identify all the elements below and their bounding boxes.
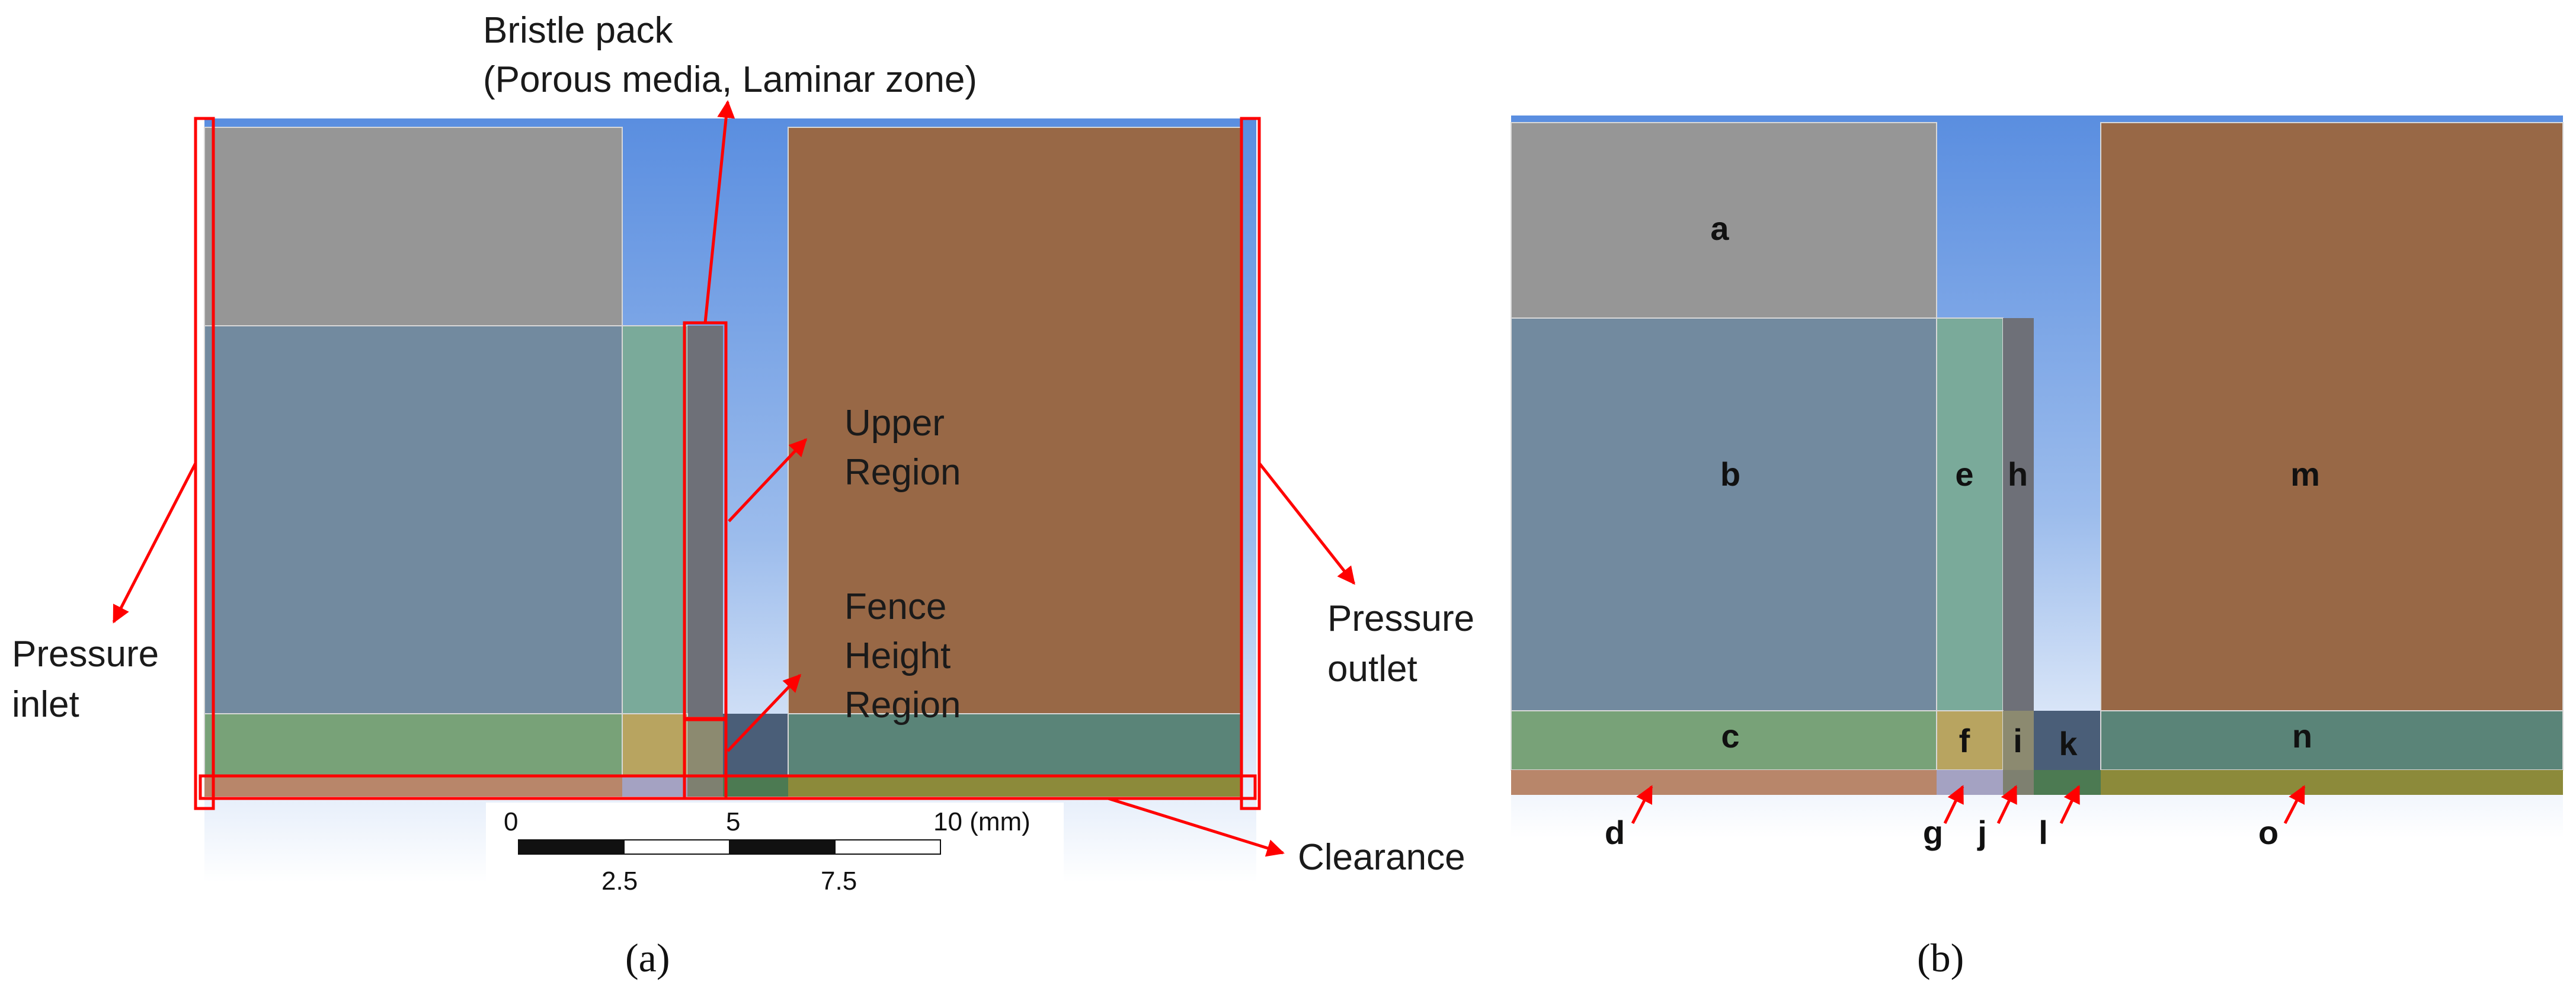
letter-n: n xyxy=(2292,717,2312,755)
upper-label-line2: Region xyxy=(844,452,961,493)
region-b-n xyxy=(2100,710,2564,771)
region-a-clearance-bristle xyxy=(687,776,723,797)
arrow-g xyxy=(1943,785,1964,824)
region-a-upstream-cavity xyxy=(204,325,623,714)
panel-b: a b e h m c f i k n d g j l o (b) xyxy=(1511,116,2564,980)
region-a-clearance-plate xyxy=(622,776,687,797)
letter-b: b xyxy=(1720,455,1740,493)
scale-bar: 0 5 10 (mm) 2.5 7.5 xyxy=(486,803,1064,903)
region-b-a xyxy=(1511,122,1937,319)
clearance-label: Clearance xyxy=(1298,837,1465,878)
region-b-i xyxy=(2003,711,2034,770)
fence-label-line2: Height xyxy=(844,636,951,676)
letter-m: m xyxy=(2290,455,2320,493)
inlet-arrow xyxy=(112,462,197,624)
region-b-o xyxy=(2101,770,2563,795)
scale-segment-3 xyxy=(729,839,836,855)
letter-d: d xyxy=(1605,814,1625,851)
region-a-downstream-cavity xyxy=(788,127,1242,714)
region-a-front-plate xyxy=(622,325,688,714)
fence-region-arrow xyxy=(727,673,802,752)
clearance-arrow xyxy=(1108,797,1285,857)
letter-a: a xyxy=(1710,210,1729,247)
scale-tick-10: 10 (mm) xyxy=(933,807,1031,836)
scale-tick-5: 5 xyxy=(726,807,740,836)
region-b-d xyxy=(1511,770,1937,795)
region-a-top-left xyxy=(204,127,623,326)
letter-g: g xyxy=(1923,814,1943,851)
letter-c: c xyxy=(1721,717,1739,755)
region-a-clearance-downstream xyxy=(788,776,1241,797)
region-a-fence-bristle xyxy=(687,717,723,776)
panel-a: Bristle pack (Porous media, Laminar zone… xyxy=(12,10,1474,980)
bristle-label-line2: (Porous media, Laminar zone) xyxy=(483,59,977,100)
scale-segment-4 xyxy=(834,839,941,855)
region-b-g xyxy=(1937,770,2003,795)
inlet-label-line2: inlet xyxy=(12,684,79,725)
outlet-arrow xyxy=(1258,462,1355,585)
bristle-arrow xyxy=(703,100,735,323)
arrow-j xyxy=(1996,785,2018,824)
region-a-clearance-gap xyxy=(723,776,788,797)
panel-a-caption: (a) xyxy=(625,935,670,980)
scale-tick-2-5: 2.5 xyxy=(601,867,638,896)
letter-o: o xyxy=(2258,814,2279,851)
region-a-clearance-upstream xyxy=(204,776,622,797)
region-b-l xyxy=(2034,770,2101,795)
panel-b-caption: (b) xyxy=(1917,935,1964,980)
scale-segment-1 xyxy=(518,839,625,855)
region-a-fence-upstream xyxy=(204,713,623,777)
fence-label-line1: Fence xyxy=(844,586,946,627)
upper-region-arrow xyxy=(728,438,808,522)
fence-label-line3: Region xyxy=(844,685,961,726)
inlet-label-line1: Pressure xyxy=(12,634,159,675)
letter-i: i xyxy=(2013,722,2023,759)
letter-k: k xyxy=(2059,725,2078,762)
region-b-j xyxy=(2003,770,2034,795)
arrow-o xyxy=(2283,785,2306,824)
region-b-f xyxy=(1936,710,2004,771)
arrow-l xyxy=(2059,785,2081,824)
letter-e: e xyxy=(1955,455,1973,493)
scale-tick-7-5: 7.5 xyxy=(821,867,857,896)
region-a-fence-plate xyxy=(622,713,688,777)
region-b-k xyxy=(2034,711,2101,770)
region-b-e xyxy=(1936,317,2004,711)
region-b-c xyxy=(1511,710,1937,771)
letter-f: f xyxy=(1959,722,1970,759)
bristle-label-line1: Bristle pack xyxy=(483,10,673,51)
outlet-label-line2: outlet xyxy=(1327,649,1417,689)
region-b-b xyxy=(1511,317,1937,711)
outlet-label-line1: Pressure xyxy=(1327,598,1474,639)
scale-segment-2 xyxy=(623,839,730,855)
upper-label-line1: Upper xyxy=(844,403,945,444)
region-b-m xyxy=(2100,122,2564,711)
letter-h: h xyxy=(2008,455,2028,493)
region-a-bristle-pack xyxy=(687,326,723,717)
arrow-d xyxy=(1631,785,1653,824)
region-b-h xyxy=(2003,318,2034,711)
letter-j: j xyxy=(1977,814,1987,851)
scale-tick-0: 0 xyxy=(504,807,518,836)
letter-l: l xyxy=(2039,814,2048,851)
clearance-highlight-box xyxy=(199,774,1257,800)
